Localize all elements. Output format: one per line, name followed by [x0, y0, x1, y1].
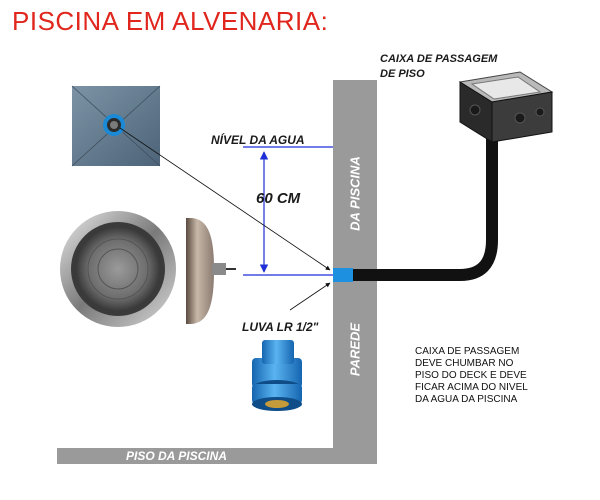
wall-label-da-piscina: DA PISCINA: [347, 156, 363, 231]
installation-note: CAIXA DE PASSAGEM DEVE CHUMBAR NO PISO D…: [415, 346, 528, 406]
note-line-5: DA AGUA DA PISCINA: [415, 394, 518, 405]
water-level-label: NÍVEL DA AGUA: [211, 133, 305, 147]
pool-light-front: [60, 211, 176, 327]
pool-floor: [57, 448, 377, 464]
luva-fitting: [333, 268, 353, 282]
junction-box-photo: [458, 71, 554, 143]
pointer-line: [119, 127, 331, 271]
wall-label-parede: PAREDE: [347, 322, 363, 377]
floor-label: PISO DA PISCINA: [126, 449, 227, 463]
distance-label: 60 CM: [256, 190, 301, 207]
note-line-1: CAIXA DE PASSAGEM: [415, 346, 520, 357]
junction-box-label-line-2: DE PISO: [380, 68, 425, 80]
pool-light-side: [186, 218, 236, 324]
note-line-3: PISO DO DECK E DEVE: [415, 370, 527, 381]
conduit-pipe: [353, 120, 498, 281]
junction-box-label: CAIXA DE PASSAGEM DE PISO: [380, 52, 497, 82]
diagram-title: PISCINA EM ALVENARIA:: [12, 6, 329, 36]
wall-tile-photo: [71, 85, 161, 167]
luva-label: LUVA LR 1/2": [242, 320, 319, 334]
note-line-2: DEVE CHUMBAR NO: [415, 358, 514, 369]
luva-pointer-line: [289, 282, 331, 311]
junction-box-label-line-1: CAIXA DE PASSAGEM: [380, 53, 498, 65]
luva-coupling-photo: [252, 340, 302, 411]
note-line-4: FICAR ACIMA DO NIVEL: [415, 382, 528, 393]
